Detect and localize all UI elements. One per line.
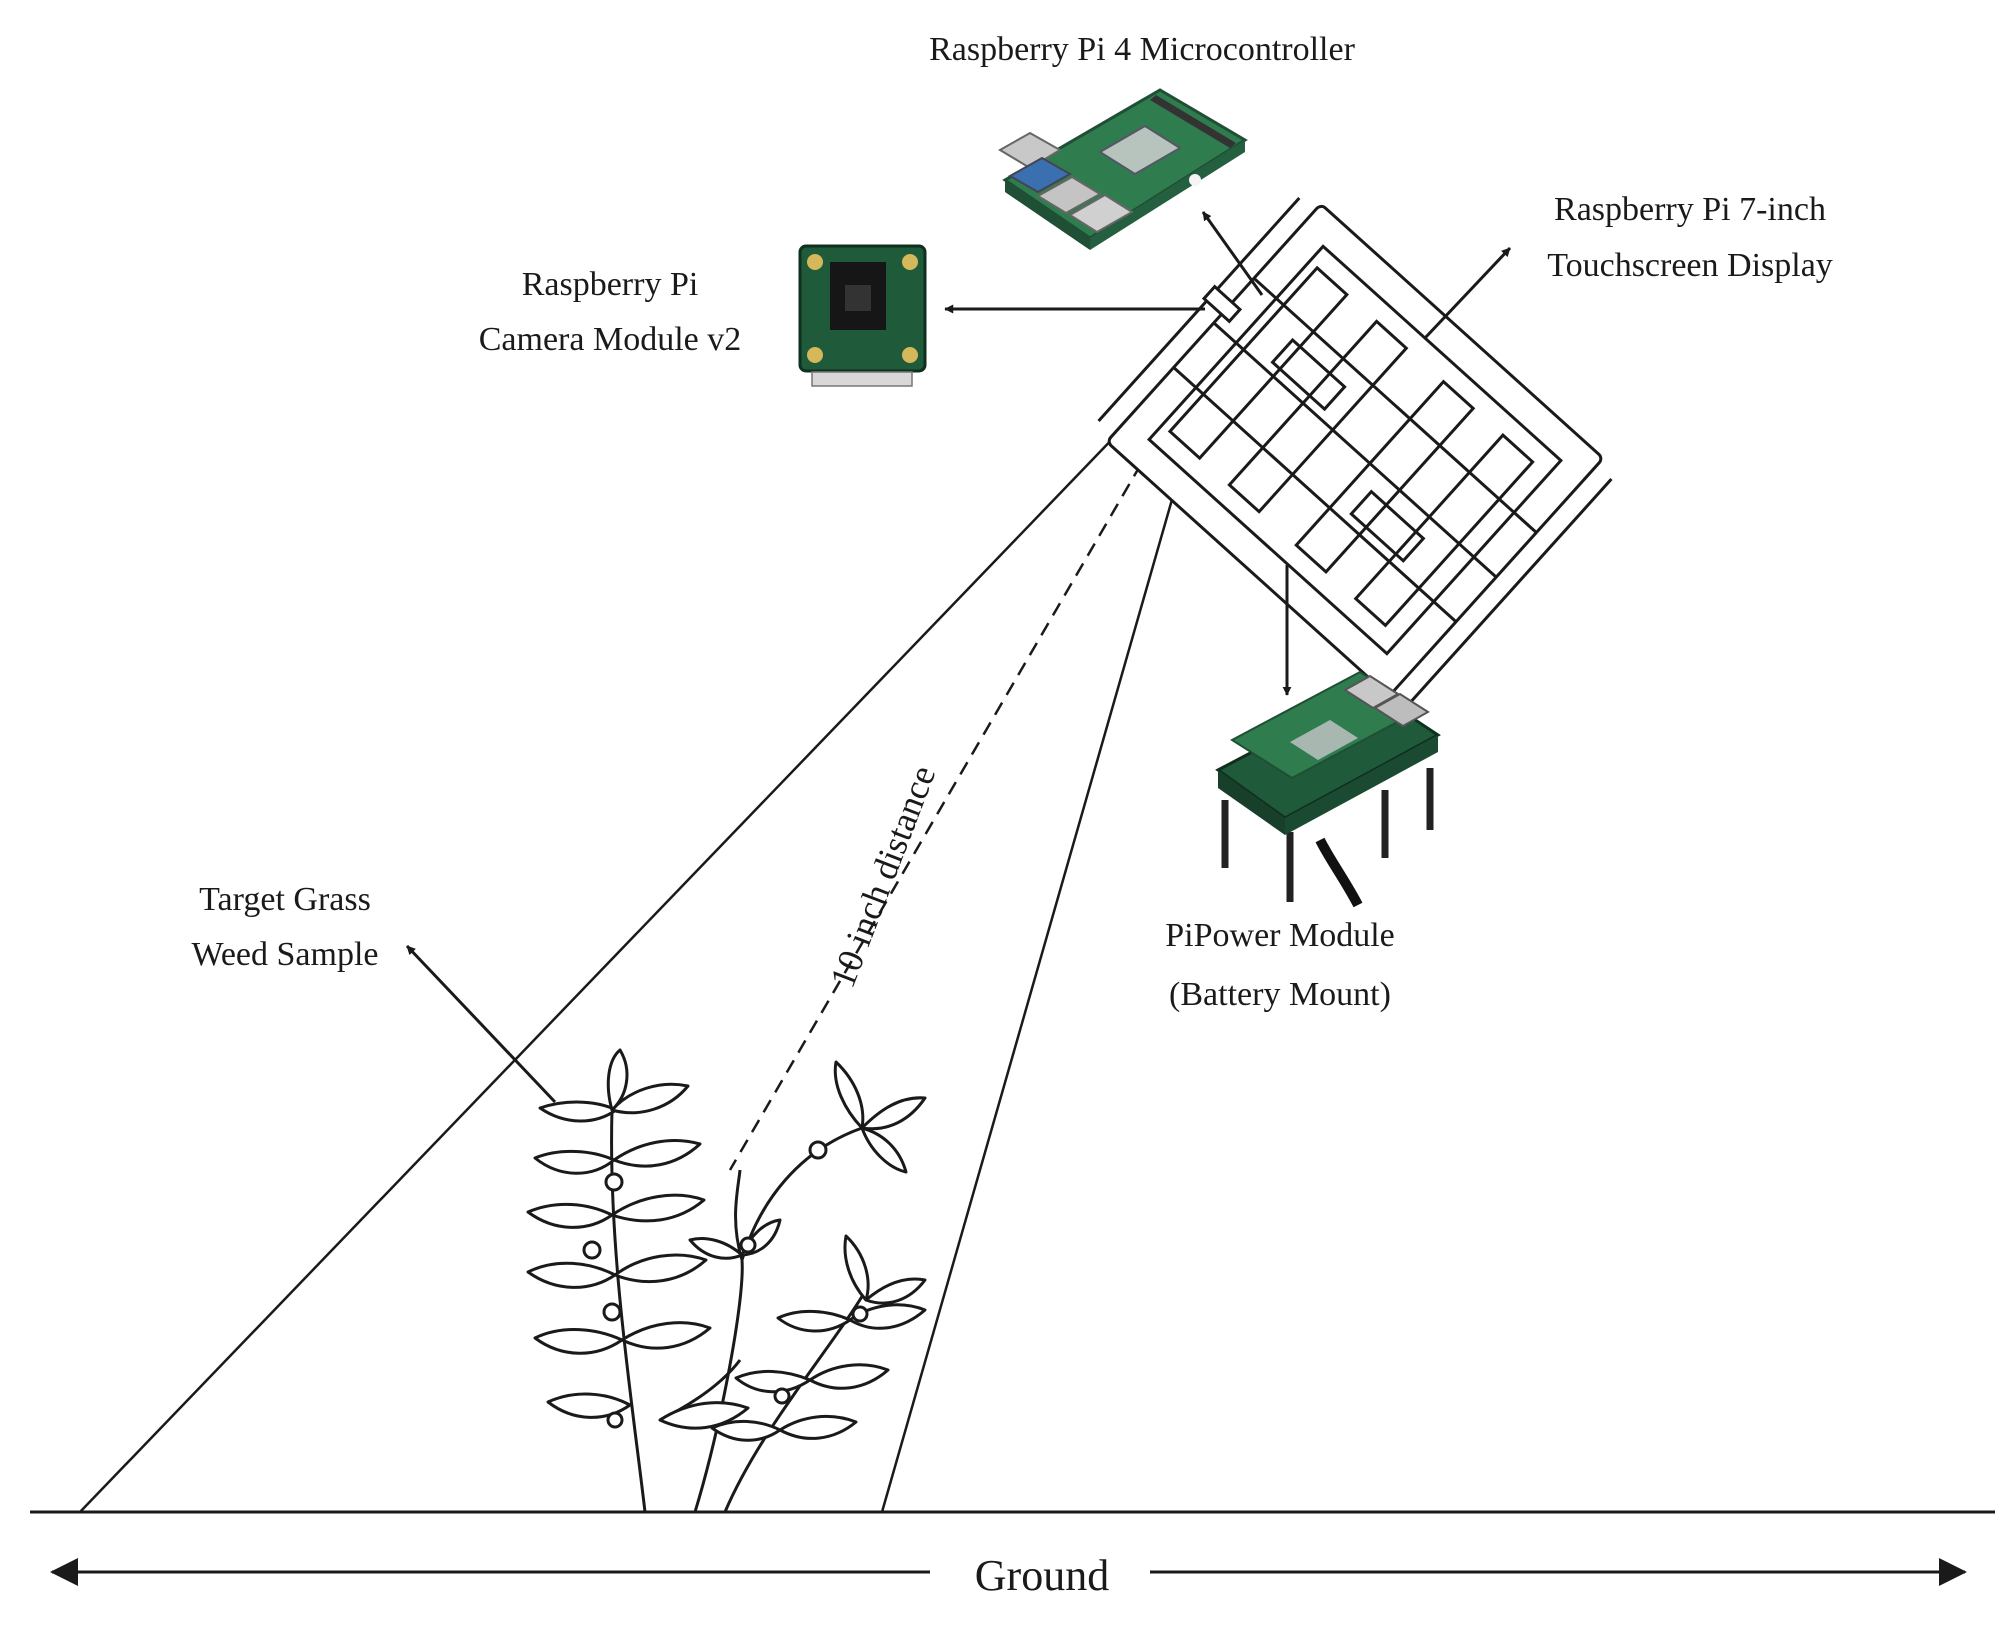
camera-mount bbox=[1201, 284, 1243, 324]
power-label-line1: PiPower Module bbox=[1165, 917, 1395, 954]
display-label-line2: Touchscreen Display bbox=[1547, 247, 1833, 284]
camera-label-line1: Raspberry Pi bbox=[522, 266, 699, 303]
field-of-view bbox=[79, 324, 1224, 1513]
touchscreen-display-icon bbox=[1097, 197, 1613, 703]
microcontroller-label: Raspberry Pi 4 Microcontroller bbox=[929, 31, 1356, 68]
power-label-line2: (Battery Mount) bbox=[1169, 976, 1391, 1013]
raspberry-pi-4-icon bbox=[998, 88, 1248, 250]
distance-label: 10 inch distance bbox=[822, 760, 943, 993]
display-label-line1: Raspberry Pi 7-inch bbox=[1554, 191, 1826, 228]
arrow-to-microcontroller bbox=[1201, 211, 1264, 296]
pipower-module-icon bbox=[1215, 670, 1441, 908]
weed-plant-icon bbox=[526, 1048, 927, 1513]
camera-label-line2: Camera Module v2 bbox=[479, 321, 742, 358]
arrow-to-display-label bbox=[1423, 246, 1512, 340]
target-label-line1: Target Grass bbox=[199, 881, 371, 918]
camera-module-icon bbox=[798, 244, 927, 387]
target-label-line2: Weed Sample bbox=[191, 936, 378, 973]
arrow-to-target-label bbox=[405, 944, 557, 1104]
ground-label: Ground bbox=[975, 1551, 1109, 1600]
